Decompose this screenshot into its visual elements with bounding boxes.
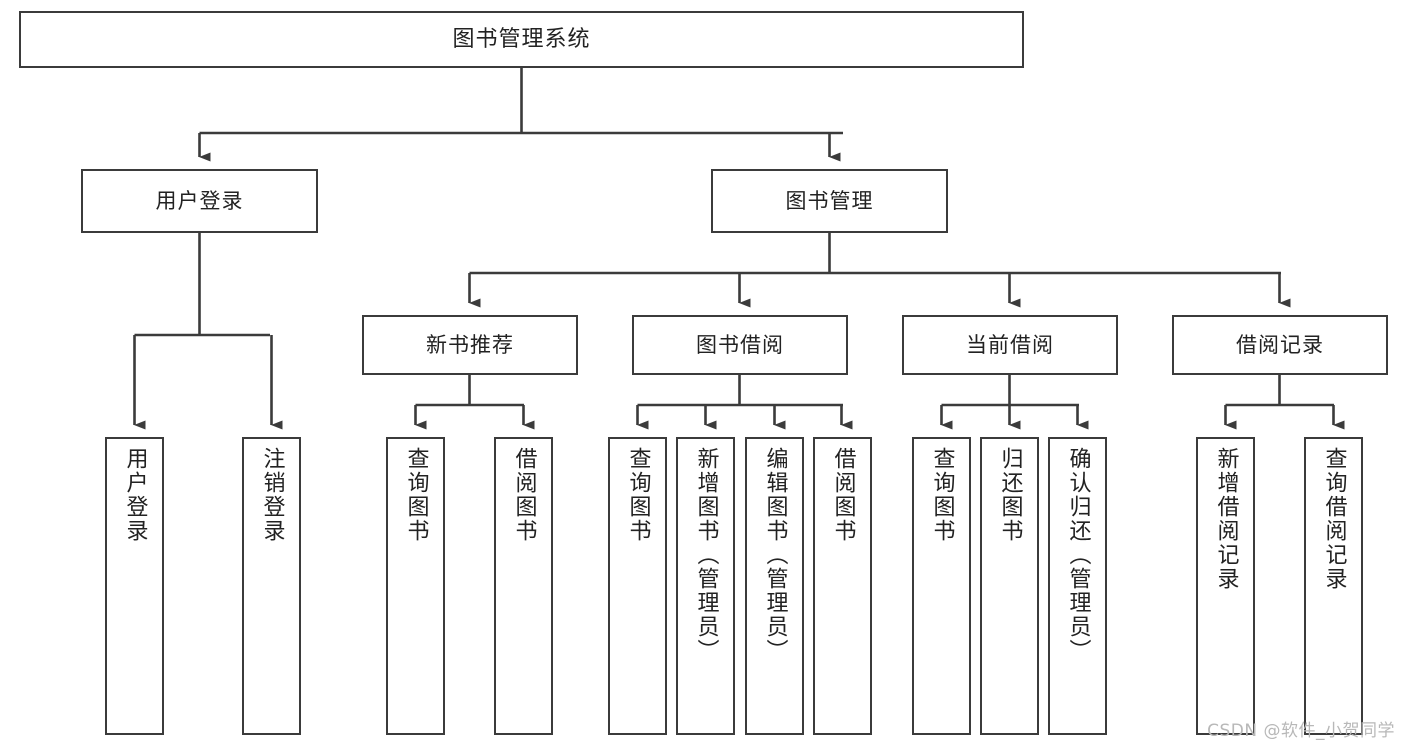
node-book-borrow[interactable]: 图书借阅 [632, 315, 848, 375]
node-leaf-user-login-signin-label: 用户登录 [122, 447, 148, 543]
node-leaf-borrow-borrow-book[interactable]: 借阅图书 [813, 437, 872, 735]
node-leaf-borrow-borrow-book-label: 借阅图书 [830, 447, 856, 543]
node-leaf-borrow-query-book-label: 查询图书 [625, 447, 651, 543]
node-user-login-label: 用户登录 [155, 188, 244, 213]
node-book-management-label: 图书管理 [785, 188, 874, 213]
node-user-login[interactable]: 用户登录 [81, 169, 318, 233]
node-leaf-current-query-book-label: 查询图书 [929, 447, 955, 543]
node-leaf-recommend-query-book[interactable]: 查询图书 [386, 437, 445, 735]
node-leaf-borrow-edit-book[interactable]: 编辑图书（管理员） [745, 437, 804, 735]
node-root-system[interactable]: 图书管理系统 [19, 11, 1024, 68]
node-book-management[interactable]: 图书管理 [711, 169, 948, 233]
node-leaf-recommend-borrow-book[interactable]: 借阅图书 [494, 437, 553, 735]
node-borrow-record-label: 借阅记录 [1236, 332, 1324, 357]
node-current-borrow-label: 当前借阅 [966, 332, 1054, 357]
watermark-text: CSDN @软件_小贺同学 [1207, 721, 1395, 741]
node-leaf-recommend-borrow-book-label: 借阅图书 [511, 447, 537, 543]
node-leaf-current-return-book-label: 归还图书 [997, 447, 1023, 543]
node-leaf-record-add-label: 新增借阅记录 [1213, 447, 1239, 591]
node-leaf-current-confirm-return-label: 确认归还（管理员） [1065, 447, 1091, 663]
node-current-borrow[interactable]: 当前借阅 [902, 315, 1118, 375]
node-leaf-record-add[interactable]: 新增借阅记录 [1196, 437, 1255, 735]
node-leaf-borrow-edit-book-label: 编辑图书（管理员） [762, 447, 788, 663]
node-leaf-borrow-add-book-label: 新增图书（管理员） [693, 447, 719, 663]
node-root-system-label: 图书管理系统 [452, 26, 591, 52]
node-leaf-record-query-label: 查询借阅记录 [1321, 447, 1347, 591]
node-leaf-current-return-book[interactable]: 归还图书 [980, 437, 1039, 735]
node-leaf-current-confirm-return[interactable]: 确认归还（管理员） [1048, 437, 1107, 735]
node-new-book-recommend[interactable]: 新书推荐 [362, 315, 578, 375]
node-leaf-record-query[interactable]: 查询借阅记录 [1304, 437, 1363, 735]
node-leaf-user-login-signout-label: 注销登录 [259, 447, 285, 543]
node-leaf-current-query-book[interactable]: 查询图书 [912, 437, 971, 735]
node-borrow-record[interactable]: 借阅记录 [1172, 315, 1388, 375]
node-book-borrow-label: 图书借阅 [696, 332, 784, 357]
node-leaf-borrow-query-book[interactable]: 查询图书 [608, 437, 667, 735]
node-leaf-user-login-signin[interactable]: 用户登录 [105, 437, 164, 735]
node-leaf-borrow-add-book[interactable]: 新增图书（管理员） [676, 437, 735, 735]
node-leaf-recommend-query-book-label: 查询图书 [403, 447, 429, 543]
node-leaf-user-login-signout[interactable]: 注销登录 [242, 437, 301, 735]
node-new-book-recommend-label: 新书推荐 [426, 332, 514, 357]
